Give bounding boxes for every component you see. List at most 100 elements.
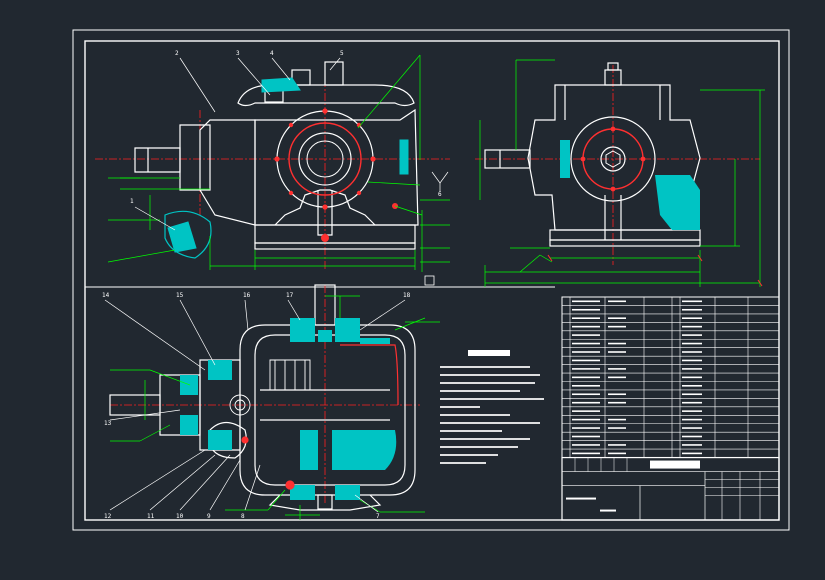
parts-list-code-mark — [572, 385, 600, 387]
parts-list-material-mark — [682, 444, 702, 446]
parts-list-material-mark — [682, 334, 702, 336]
parts-list-material-mark — [682, 401, 702, 404]
parts-list-code-mark — [572, 308, 600, 311]
parts-list-name-mark — [608, 300, 626, 303]
svg-text:17: 17 — [286, 292, 294, 299]
sheet-frame — [72, 29, 790, 531]
parts-list-code-mark — [572, 368, 600, 370]
parts-list-code-mark — [572, 418, 600, 421]
parts-list-code-mark — [572, 427, 600, 429]
parts-list-name-mark — [608, 401, 626, 404]
parts-list-name-mark — [608, 376, 626, 379]
parts-list-material-mark — [682, 385, 702, 387]
svg-text:18: 18 — [403, 292, 411, 299]
parts-list-code-mark — [572, 435, 600, 438]
front-view-callouts — [134, 57, 449, 231]
outer-border — [72, 29, 790, 531]
parts-list-name-mark — [608, 317, 626, 319]
parts-list-name-mark — [608, 368, 626, 370]
svg-text:15: 15 — [176, 292, 184, 299]
svg-text:8: 8 — [241, 513, 245, 520]
svg-text:4: 4 — [270, 50, 274, 57]
svg-text:11: 11 — [147, 513, 155, 520]
parts-list-code-mark — [572, 401, 600, 404]
parts-list-name-mark — [608, 452, 626, 455]
parts-list-material-mark — [682, 427, 702, 429]
parts-list-material-mark — [682, 300, 702, 303]
notes-lines — [440, 366, 544, 464]
side-view-section-fill — [560, 140, 700, 230]
parts-list-material-mark — [682, 308, 702, 311]
svg-text:3: 3 — [236, 50, 240, 57]
section-view-callout-numbers: 14 15 16 17 18 13 12 11 10 9 8 7 — [102, 292, 411, 520]
svg-text:16: 16 — [243, 292, 251, 299]
section-view: 14 15 16 17 18 13 12 11 10 9 8 7 — [102, 284, 440, 520]
parts-list-name-mark — [608, 325, 626, 328]
side-view-dimensions — [479, 59, 765, 287]
title-block-field-mark — [600, 509, 616, 512]
parts-list-code-mark — [572, 325, 600, 328]
notes-heading — [468, 350, 510, 356]
parts-list-code-mark — [572, 410, 600, 412]
svg-text:10: 10 — [176, 513, 184, 520]
parts-list-material-mark — [682, 435, 702, 438]
parts-list-name-mark — [608, 351, 626, 353]
front-view-section-fill — [164, 77, 409, 259]
parts-list-name-mark — [608, 393, 626, 396]
parts-list-name-mark — [608, 418, 626, 421]
parts-list-material-mark — [682, 376, 702, 379]
section-view-outline — [109, 284, 416, 511]
parts-list-material-mark — [682, 410, 702, 412]
parts-list-code-mark — [572, 317, 600, 319]
side-view-bolt-holes — [580, 126, 646, 192]
parts-list-table — [561, 296, 780, 459]
parts-list-code-mark — [572, 444, 600, 446]
section-view-hatch — [180, 318, 397, 500]
svg-text:5: 5 — [340, 50, 344, 57]
parts-list-material-mark — [682, 393, 702, 396]
parts-list-material-mark — [682, 325, 702, 328]
parts-list-name-mark — [608, 427, 626, 429]
parts-list-material-mark — [682, 368, 702, 370]
parts-list-material-mark — [682, 317, 702, 319]
parts-list-material-mark — [682, 342, 702, 345]
parts-list-code-mark — [572, 342, 600, 345]
parts-list-code-mark — [572, 300, 600, 303]
front-view-callout-numbers: 2 3 4 5 1 6 — [130, 50, 442, 205]
parts-list-name-mark — [608, 342, 626, 345]
title-block-frame — [561, 456, 780, 521]
parts-list-code-mark — [572, 359, 600, 362]
parts-list-material-mark — [682, 359, 702, 362]
svg-text:9: 9 — [207, 513, 211, 520]
svg-text:7: 7 — [376, 513, 380, 520]
parts-list-code-mark — [572, 393, 600, 396]
parts-list-code-mark — [572, 334, 600, 336]
side-view — [475, 59, 765, 287]
parts-list-material-mark — [682, 418, 702, 421]
title-block-field-mark — [566, 497, 596, 500]
svg-text:12: 12 — [104, 513, 112, 520]
view-marker-box — [424, 275, 435, 286]
front-view-dimensions — [107, 54, 450, 272]
svg-text:6: 6 — [438, 191, 442, 198]
svg-text:1: 1 — [130, 198, 134, 205]
front-view: 2 3 4 5 1 6 — [95, 50, 450, 286]
side-view-dimension-ticks — [547, 254, 763, 287]
svg-text:2: 2 — [175, 50, 179, 57]
inner-border — [84, 40, 780, 521]
svg-text:13: 13 — [104, 420, 112, 427]
section-view-gear — [229, 359, 311, 416]
title-block — [561, 456, 780, 521]
parts-list-code-mark — [572, 376, 600, 379]
parts-list-code-mark — [572, 452, 600, 455]
section-view-red-parts — [241, 344, 399, 490]
parts-list-code-mark — [572, 351, 600, 353]
parts-list-material-mark — [682, 351, 702, 353]
svg-text:14: 14 — [102, 292, 110, 299]
section-view-callouts — [104, 299, 406, 513]
parts-list-name-mark — [608, 444, 626, 446]
drawing-title-mark — [650, 460, 700, 469]
technical-notes — [440, 350, 544, 464]
